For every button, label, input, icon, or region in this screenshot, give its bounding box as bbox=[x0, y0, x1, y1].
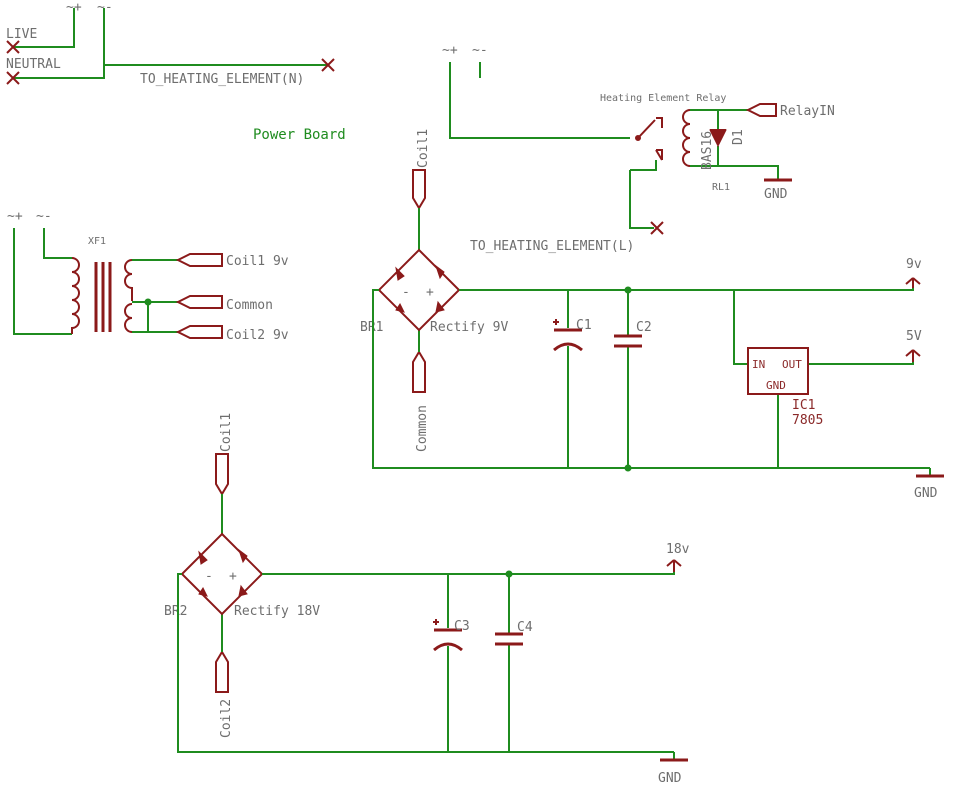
xf-supply-plus-label: ~+ bbox=[7, 209, 23, 224]
capacitor-c1: C1 bbox=[553, 318, 592, 352]
br1-minus: - bbox=[402, 285, 410, 300]
ic1-value: 7805 bbox=[792, 413, 823, 428]
eighteen-volt-rail: 18v GND bbox=[177, 542, 690, 786]
c1-label: C1 bbox=[576, 318, 592, 333]
capacitor-c2: C2 bbox=[614, 320, 652, 348]
relay-in-label: RelayIN bbox=[780, 104, 835, 119]
capacitor-c4: C4 bbox=[495, 620, 533, 646]
rail-9v-label: 9v bbox=[906, 257, 922, 272]
transformer-name: XF1 bbox=[88, 236, 106, 247]
relay-gnd-label: GND bbox=[764, 187, 788, 202]
br1-bottom-label: Common bbox=[415, 405, 430, 452]
neutral-label: NEUTRAL bbox=[6, 57, 61, 72]
ic1-in-pin: IN bbox=[752, 358, 765, 371]
c3-label: C3 bbox=[454, 619, 470, 634]
relay-supply-minus-label: ~- bbox=[472, 43, 488, 58]
rectifier-br2: Coil1 Coil2 - + BR2 Rectify 18V bbox=[164, 413, 320, 738]
relay-name: RL1 bbox=[712, 182, 730, 193]
rail-5v-label: 5V bbox=[906, 329, 922, 344]
transformer-xf1: ~+ ~- XF1 Coil1 9v Common Coil2 9v bbox=[7, 209, 289, 343]
br1-plus: + bbox=[426, 285, 434, 300]
br2-bottom-label: Coil2 bbox=[219, 699, 234, 738]
br2-minus: - bbox=[205, 569, 213, 584]
c2-label: C2 bbox=[636, 320, 652, 335]
ic1-name: IC1 bbox=[792, 398, 815, 413]
coil2-9v-label: Coil2 9v bbox=[226, 328, 289, 343]
br2-name: BR2 bbox=[164, 604, 187, 619]
relay-title: Heating Element Relay bbox=[600, 93, 726, 104]
capacitor-c3: C3 bbox=[433, 619, 470, 652]
c4-label: C4 bbox=[517, 620, 533, 635]
gnd1-label: GND bbox=[914, 486, 938, 501]
ic1-out-pin: OUT bbox=[782, 358, 802, 371]
board-title: Power Board bbox=[253, 127, 346, 143]
neutral-terminal-marker bbox=[6, 71, 20, 85]
rectifier-br1: Coil1 Common - + BR1 Rectify 9V bbox=[360, 129, 508, 452]
live-label: LIVE bbox=[6, 27, 37, 42]
ic1-gnd-pin: GND bbox=[766, 379, 786, 392]
br1-name: BR1 bbox=[360, 320, 383, 335]
diode-part-label: BAS16 bbox=[700, 131, 715, 170]
br2-plus: + bbox=[229, 569, 237, 584]
br1-top-label: Coil1 bbox=[416, 129, 431, 168]
relay-rl1: ~+ ~- TO_HEATING_ELEMENT(L) RelayIN GND … bbox=[442, 43, 835, 254]
common-label: Common bbox=[226, 298, 273, 313]
nine-volt-rail: 9v 5V GND bbox=[372, 257, 944, 501]
br1-value: Rectify 9V bbox=[430, 320, 508, 335]
heat-l-terminal-marker bbox=[650, 221, 664, 235]
heat-n-terminal-marker bbox=[321, 58, 335, 72]
c2-top-node bbox=[624, 286, 632, 294]
br2-top-label: Coil1 bbox=[219, 413, 234, 452]
heat-n-label: TO_HEATING_ELEMENT(N) bbox=[140, 72, 304, 87]
live-terminal-marker bbox=[6, 40, 20, 54]
gnd2-label: GND bbox=[658, 771, 682, 786]
transformer-common-node bbox=[144, 298, 152, 306]
c4-top-node bbox=[505, 570, 513, 578]
diode-name-label: D1 bbox=[731, 129, 746, 145]
mains-input: LIVE NEUTRAL TO_HEATING_ELEMENT(N) ~+ ~- bbox=[6, 0, 335, 87]
supply-minus-label: ~- bbox=[97, 0, 113, 15]
rail-18v-label: 18v bbox=[666, 542, 690, 557]
regulator-ic1: IN OUT GND IC1 7805 bbox=[747, 347, 823, 428]
coil1-9v-label: Coil1 9v bbox=[226, 254, 289, 269]
heat-l-label: TO_HEATING_ELEMENT(L) bbox=[470, 239, 634, 254]
relay-supply-plus-label: ~+ bbox=[442, 43, 458, 58]
supply-plus-label: ~+ bbox=[66, 0, 82, 15]
c2-bottom-node bbox=[624, 464, 632, 472]
br2-value: Rectify 18V bbox=[234, 604, 320, 619]
xf-supply-minus-label: ~- bbox=[36, 209, 52, 224]
